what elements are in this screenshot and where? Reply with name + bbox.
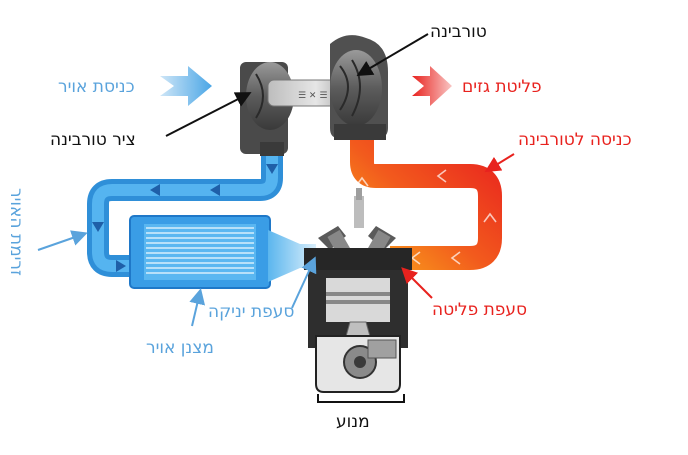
label-exhaust-valve: סעפת פליטה [432,300,528,320]
label-turbine-inlet: כניסה לטורבינה [518,130,632,150]
exhaust-outlet-arrow [412,66,452,106]
engine [304,188,412,403]
label-air-intake: כניסת אויר [58,77,135,97]
pointer-exhaust-valve [401,267,433,299]
turbocharger: ☰ ✕ ☰ [240,35,388,156]
label-exhaust-outlet: פליטת גזים [462,77,542,97]
label-turbine-shaft: ציר טורבינה [50,130,136,150]
intercooler [129,215,316,289]
pointer-intercooler [189,288,206,327]
pointer-turbine-shaft [165,92,252,137]
label-engine: מנוע [336,412,370,432]
pointer-air-flow [37,230,88,251]
cold-air-pipe [87,150,283,277]
label-intercooler: מצנן אויר [146,338,214,358]
label-turbine: טורבינה [430,22,487,42]
pointer-turbine-inlet [484,153,515,173]
pointer-intake-valve [291,256,317,309]
pointer-turbine [356,33,429,77]
label-intake-valve: סעפת יניקה [208,302,295,322]
air-intake-arrow [160,66,212,106]
label-air-flow: זרימת האויר [6,188,26,276]
svg-text:☰ ✕ ☰: ☰ ✕ ☰ [298,91,327,101]
